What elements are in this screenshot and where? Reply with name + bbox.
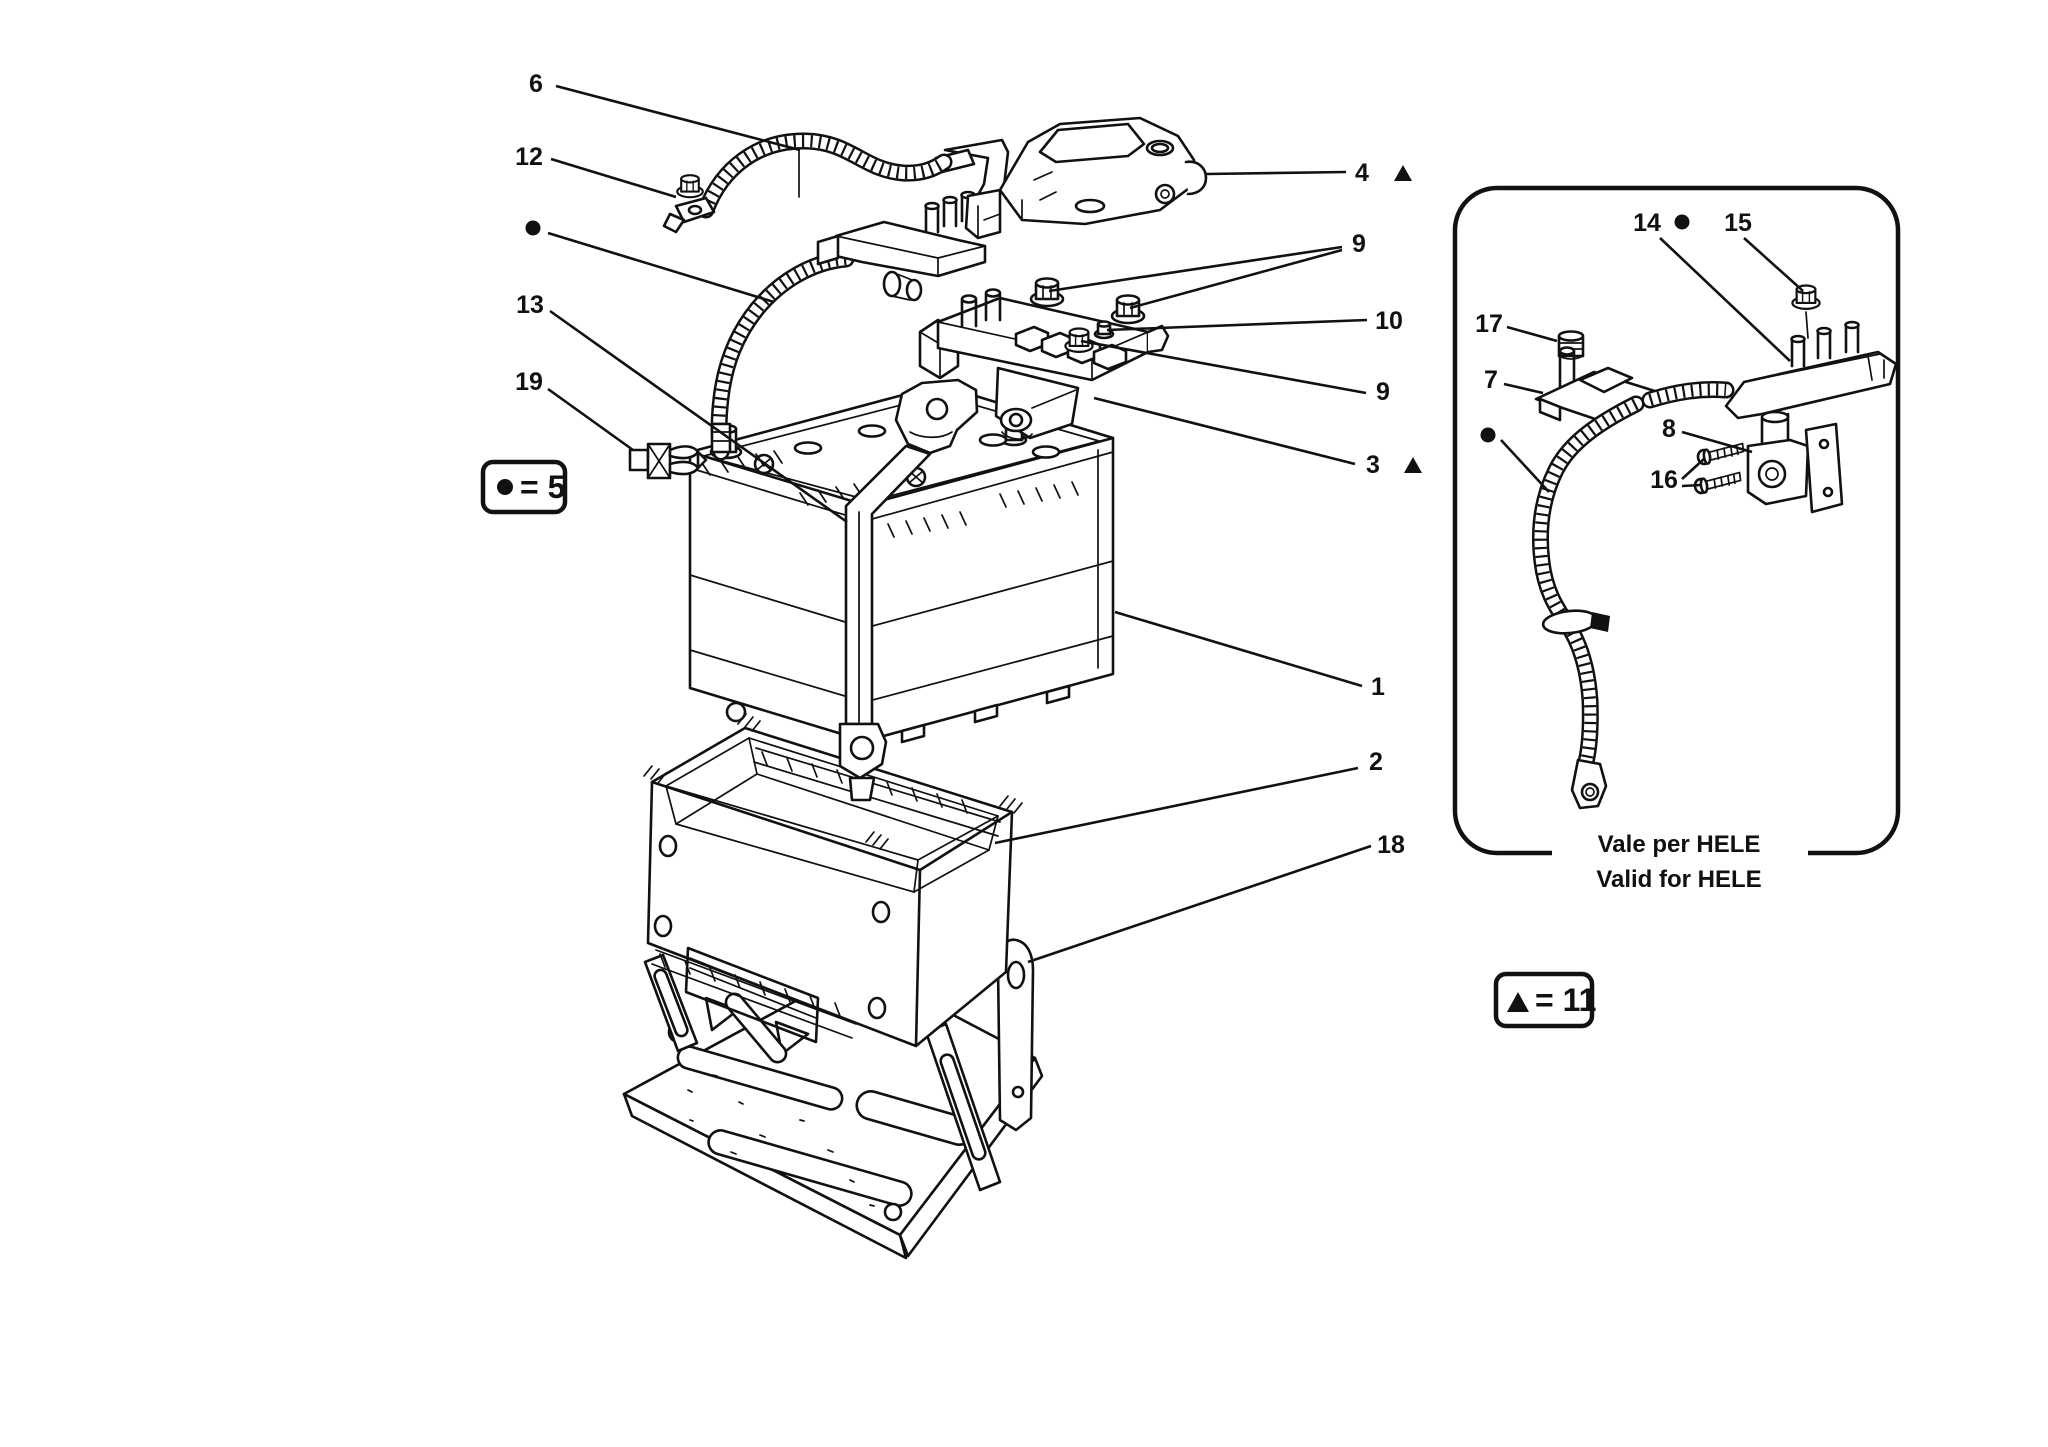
callout-label: 13 xyxy=(516,291,544,319)
inset-caption-line2: Valid for HELE xyxy=(1596,866,1761,893)
leader-line xyxy=(1681,430,1753,454)
callout-label: 10 xyxy=(1375,307,1403,335)
flange-nut-9c xyxy=(1064,327,1094,354)
legend-dot-box: = 5 xyxy=(480,459,568,515)
inset-battery-sensor-8 xyxy=(1746,410,1844,514)
callout-label: 8 xyxy=(1662,415,1676,443)
callout-label: 1 xyxy=(1371,673,1385,701)
triangle-marker xyxy=(1507,992,1529,1012)
leader-line xyxy=(1093,396,1356,466)
positive-cable-assembly xyxy=(710,190,987,461)
callout-label: 16 xyxy=(1650,466,1678,494)
leader-line xyxy=(1503,382,1544,395)
dot-marker xyxy=(497,479,513,495)
leader-line xyxy=(1048,245,1343,293)
leader-line xyxy=(1106,318,1368,332)
callout-label: 4 xyxy=(1355,159,1369,187)
inset-caption: Vale per HELE Valid for HELE xyxy=(1552,824,1808,898)
callout-label: 9 xyxy=(1376,378,1390,406)
legend-triangle-box: = 11 xyxy=(1493,971,1596,1029)
leader-line xyxy=(1681,457,1706,480)
cable-clip xyxy=(628,442,708,480)
inset-caption-line1: Vale per HELE xyxy=(1598,831,1761,858)
leader-line xyxy=(1129,248,1343,310)
leader-line xyxy=(1500,439,1550,493)
callout-label: 15 xyxy=(1724,209,1752,237)
inset-panel xyxy=(1452,185,1901,856)
dot-marker xyxy=(1674,214,1690,230)
callout-label: 17 xyxy=(1475,310,1503,338)
callout-label: 18 xyxy=(1377,831,1405,859)
fuse-box-cover xyxy=(964,116,1208,240)
leader-line xyxy=(550,157,677,199)
battery xyxy=(688,383,1115,744)
leader-line xyxy=(1743,237,1804,292)
leader-line xyxy=(547,231,775,304)
triangle-marker xyxy=(1404,457,1422,473)
dot-marker xyxy=(525,220,541,236)
callout-label: 12 xyxy=(515,143,543,171)
leader-line xyxy=(549,309,848,524)
callout-label: 14 xyxy=(1633,209,1661,237)
triangle-marker xyxy=(1394,165,1412,181)
legend-dot-label: = 5 xyxy=(520,469,565,505)
fuse-box xyxy=(918,288,1170,440)
battery-strap xyxy=(838,378,979,802)
legend-triangle-label: = 11 xyxy=(1535,982,1596,1018)
leader-line xyxy=(1080,339,1367,395)
battery-tray xyxy=(643,713,1023,1048)
leader-line xyxy=(547,387,634,452)
callout-label: 9 xyxy=(1352,230,1366,258)
leader-line xyxy=(555,84,801,152)
leader-line xyxy=(1681,483,1702,488)
callout-label: 3 xyxy=(1366,451,1380,479)
leader-line xyxy=(994,766,1359,845)
leader-line xyxy=(1506,325,1558,343)
leader-line xyxy=(1659,237,1791,362)
stud-nut-10 xyxy=(1093,320,1115,340)
leader-line xyxy=(1027,844,1372,964)
dot-marker xyxy=(1480,427,1496,443)
callout-label: 6 xyxy=(529,70,543,98)
inset-cable xyxy=(1532,381,1735,810)
leader-line xyxy=(1114,610,1363,688)
inset-terminal-bracket-14 xyxy=(1724,284,1898,420)
leader-line xyxy=(1205,170,1347,176)
callout-label: 2 xyxy=(1369,748,1383,776)
callout-label: 7 xyxy=(1484,366,1498,394)
callout-label: 19 xyxy=(515,368,543,396)
inset-nut-15 xyxy=(1791,284,1821,311)
